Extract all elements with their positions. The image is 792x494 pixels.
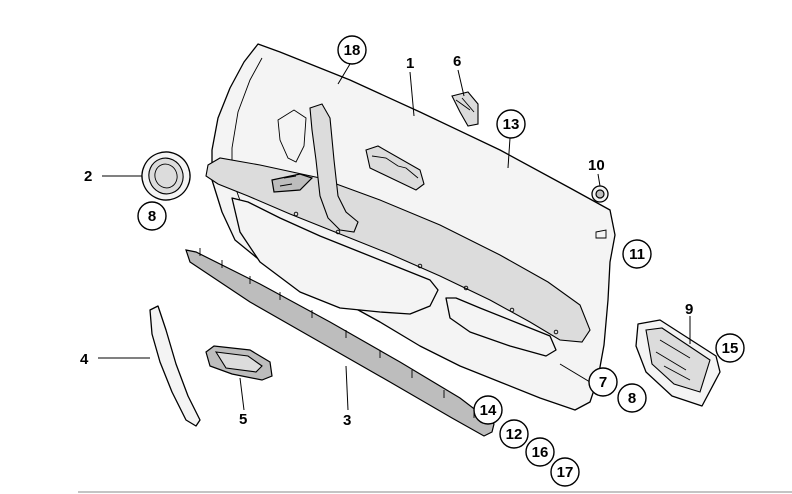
callout-17: 17	[550, 457, 580, 487]
svg-text:13: 13	[503, 116, 520, 133]
svg-text:5: 5	[239, 411, 247, 428]
callout-11: 11	[622, 239, 652, 269]
svg-text:11: 11	[629, 246, 645, 263]
callout-12: 12	[499, 419, 529, 449]
mounting-bracket	[451, 91, 479, 127]
callout-18: 18	[337, 35, 367, 65]
svg-text:15: 15	[722, 340, 739, 357]
svg-text:12: 12	[506, 426, 523, 443]
callout-16: 16	[525, 437, 555, 467]
svg-text:8: 8	[628, 390, 636, 407]
svg-text:6: 6	[453, 53, 461, 70]
callout-9: 9	[685, 301, 693, 318]
callout-7: 7	[588, 367, 618, 397]
callout-14: 14	[473, 395, 503, 425]
svg-text:2: 2	[84, 168, 92, 185]
callout-6: 6	[453, 53, 461, 70]
callout-13: 13	[496, 109, 526, 139]
svg-text:9: 9	[685, 301, 693, 318]
svg-text:1: 1	[406, 55, 414, 72]
callout-4: 4	[80, 351, 89, 368]
door-strip	[185, 248, 495, 437]
svg-text:10: 10	[588, 157, 605, 174]
callout-8-top: 8	[137, 201, 167, 231]
svg-text:4: 4	[80, 351, 89, 368]
inner-door-handle	[205, 345, 273, 381]
svg-text:8: 8	[148, 208, 156, 225]
callout-3: 3	[343, 412, 351, 429]
callout-1: 1	[406, 55, 414, 72]
svg-text:7: 7	[599, 374, 607, 391]
svg-text:3: 3	[343, 412, 351, 429]
svg-text:17: 17	[557, 464, 574, 481]
door-trim-panel	[205, 43, 616, 411]
trim-clip	[591, 185, 609, 203]
speaker-cover	[141, 151, 191, 201]
leader-lines	[98, 63, 691, 411]
svg-text:16: 16	[532, 444, 549, 461]
door-bracket	[635, 319, 721, 407]
callout-8-bottom: 8	[617, 383, 647, 413]
pillar-trim	[149, 305, 201, 427]
callout-5: 5	[239, 411, 247, 428]
callout-2: 2	[84, 168, 92, 185]
callout-10: 10	[588, 157, 605, 174]
callout-15: 15	[715, 333, 745, 363]
svg-text:14: 14	[480, 402, 497, 419]
svg-text:18: 18	[344, 42, 361, 59]
